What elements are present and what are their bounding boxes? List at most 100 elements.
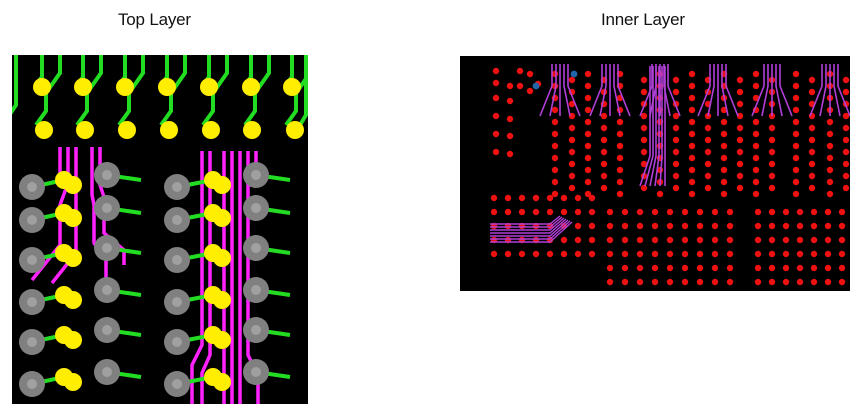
via bbox=[600, 112, 608, 120]
pad bbox=[64, 291, 82, 309]
via bbox=[704, 172, 712, 180]
via bbox=[711, 222, 719, 230]
via bbox=[810, 222, 818, 230]
via bbox=[551, 130, 559, 138]
via bbox=[532, 250, 540, 258]
via bbox=[754, 264, 762, 272]
via bbox=[651, 264, 659, 272]
via bbox=[768, 160, 776, 168]
via bbox=[490, 194, 498, 202]
via-blue bbox=[570, 70, 578, 78]
via bbox=[711, 208, 719, 216]
via-hole bbox=[27, 297, 37, 307]
via bbox=[506, 132, 514, 140]
via bbox=[808, 172, 816, 180]
via bbox=[584, 178, 592, 186]
purple-trace bbox=[563, 64, 571, 117]
purple-trace bbox=[639, 64, 653, 117]
purple-trace bbox=[549, 64, 557, 117]
via bbox=[752, 118, 760, 126]
via bbox=[704, 136, 712, 144]
via bbox=[600, 136, 608, 144]
pad bbox=[213, 291, 231, 309]
via bbox=[754, 208, 762, 216]
via-blue bbox=[532, 82, 540, 90]
purple-trace bbox=[649, 66, 657, 187]
via bbox=[842, 148, 850, 156]
top-layer-panel bbox=[12, 55, 308, 404]
via bbox=[808, 112, 816, 120]
via bbox=[808, 148, 816, 156]
via bbox=[492, 130, 500, 138]
via bbox=[640, 88, 648, 96]
via bbox=[736, 88, 744, 96]
via bbox=[792, 82, 800, 90]
via bbox=[621, 278, 629, 286]
via bbox=[606, 278, 614, 286]
via-hole bbox=[102, 170, 112, 180]
purple-trace bbox=[490, 216, 563, 228]
via bbox=[568, 184, 576, 192]
via bbox=[656, 190, 664, 198]
via bbox=[568, 76, 576, 84]
via bbox=[824, 236, 832, 244]
via bbox=[826, 130, 834, 138]
purple-trace bbox=[721, 64, 729, 117]
via bbox=[796, 264, 804, 272]
via bbox=[720, 106, 728, 114]
purple-trace bbox=[663, 64, 671, 117]
via bbox=[672, 112, 680, 120]
via bbox=[518, 194, 526, 202]
via bbox=[492, 112, 500, 120]
purple-trace bbox=[599, 64, 607, 117]
via bbox=[568, 100, 576, 108]
via bbox=[636, 236, 644, 244]
via-hole bbox=[172, 255, 182, 265]
via bbox=[551, 142, 559, 150]
via bbox=[720, 190, 728, 198]
via bbox=[796, 208, 804, 216]
via bbox=[824, 278, 832, 286]
via bbox=[838, 264, 846, 272]
via bbox=[568, 124, 576, 132]
via-hole bbox=[27, 379, 37, 389]
pad bbox=[286, 121, 304, 139]
via-hole bbox=[102, 203, 112, 213]
via bbox=[696, 236, 704, 244]
via bbox=[584, 106, 592, 114]
via bbox=[768, 136, 776, 144]
via-hole bbox=[102, 285, 112, 295]
via bbox=[824, 222, 832, 230]
via bbox=[824, 208, 832, 216]
via bbox=[688, 82, 696, 90]
pad bbox=[213, 209, 231, 227]
via bbox=[588, 236, 596, 244]
via bbox=[826, 190, 834, 198]
via-hole bbox=[172, 379, 182, 389]
via bbox=[526, 87, 534, 95]
via bbox=[720, 142, 728, 150]
via bbox=[768, 124, 776, 132]
via bbox=[711, 264, 719, 272]
via bbox=[810, 236, 818, 244]
via bbox=[681, 208, 689, 216]
via bbox=[492, 67, 500, 75]
via bbox=[842, 76, 850, 84]
via bbox=[736, 160, 744, 168]
via bbox=[782, 250, 790, 258]
via bbox=[711, 250, 719, 258]
top-layer-background bbox=[12, 55, 308, 404]
via bbox=[688, 70, 696, 78]
via bbox=[651, 278, 659, 286]
via bbox=[796, 236, 804, 244]
via bbox=[752, 178, 760, 186]
via bbox=[704, 184, 712, 192]
via-hole bbox=[102, 367, 112, 377]
via bbox=[696, 208, 704, 216]
via bbox=[838, 250, 846, 258]
via bbox=[752, 142, 760, 150]
via bbox=[640, 76, 648, 84]
via bbox=[551, 154, 559, 162]
pad bbox=[64, 373, 82, 391]
via bbox=[606, 208, 614, 216]
